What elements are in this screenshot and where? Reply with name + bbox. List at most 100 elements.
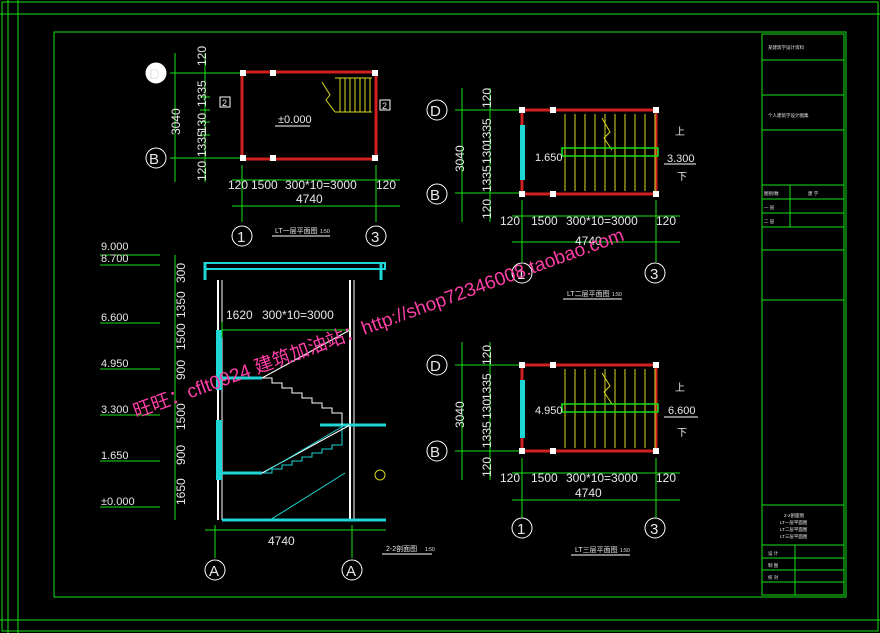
dim-h-label: 1500: [531, 214, 558, 228]
dim-h-total: 4740: [575, 486, 602, 500]
section-mark: 2: [382, 101, 387, 111]
dim-v-label: 1335: [195, 130, 209, 157]
section-dim-tread: 300*10=3000: [262, 308, 334, 322]
level-label: ±0.000: [278, 114, 312, 126]
down-label: 下: [677, 172, 687, 183]
title-block-row-0: 图别/数: [764, 190, 779, 197]
axis-bubble-3: 3: [650, 266, 658, 283]
plan-title: LT一层平面图: [275, 227, 318, 235]
plan-ground-floor: 120 1335 130 1335 120 3040 D B ±0.000 2: [145, 46, 400, 247]
drawing-name: 个人建筑学设计图集: [768, 112, 809, 119]
section-dim-stair: 1620: [226, 308, 253, 322]
axis-bubble-1: 1: [517, 521, 525, 538]
plan-scale: 1:50: [612, 292, 622, 298]
level-label: 3.300: [667, 153, 695, 165]
axis-bubble-3: 3: [371, 229, 379, 246]
dim-h-label: 1500: [251, 178, 278, 192]
signature-row: 校 对: [768, 574, 779, 581]
title-block-row-value-0: 建 学: [808, 190, 819, 197]
section-dim: 1350: [174, 291, 188, 318]
section-level: 9.000: [101, 241, 129, 253]
axis-bubble-d: D: [149, 66, 160, 83]
plan-third-floor: 120 1335 130 1335 120 3040 D B 4.950 6.6…: [426, 342, 698, 556]
dim-v-total: 3040: [169, 108, 183, 135]
axis-bubble-a: A: [209, 563, 219, 580]
signature-row: 制 图: [768, 562, 779, 569]
dim-v-label: 120: [480, 88, 494, 108]
dim-h-label: 300*10=3000: [566, 214, 638, 228]
section-dim: 1500: [174, 323, 188, 350]
dim-v-label: 1335: [480, 165, 494, 192]
axis-bubble-b: B: [430, 187, 440, 204]
title-block: 某建筑学设计资料 个人建筑学设计图集 图别/数 一 层 二 层 建 学 2-2剖…: [761, 33, 845, 596]
plan-scale: 1:50: [620, 548, 630, 554]
section-mark: 2: [222, 98, 227, 108]
dim-h-label: 120: [376, 178, 396, 192]
axis-bubble-b: B: [149, 151, 159, 168]
project-name: 某建筑学设计资料: [768, 44, 804, 51]
dim-v-label: 1335: [480, 421, 494, 448]
dim-v-total: 3040: [453, 145, 467, 172]
dim-v-label: 130: [480, 399, 494, 419]
dim-v-label: 120: [480, 345, 494, 365]
dim-h-label: 300*10=3000: [566, 471, 638, 485]
dim-h-total: 4740: [575, 234, 602, 248]
plan-title: LT三层平面图: [575, 546, 618, 554]
section-level: 1.650: [101, 450, 129, 462]
dim-h-label: 120: [656, 471, 676, 485]
dim-v-label: 130: [195, 113, 209, 133]
up-label: 上: [675, 382, 685, 394]
dim-v-label: 120: [195, 161, 209, 181]
section-dim: 1650: [174, 478, 188, 505]
title-block-row-2: 二 层: [764, 219, 775, 225]
dim-v-label: 120: [195, 46, 209, 66]
section-title: 2-2剖面图: [386, 544, 417, 553]
plan-title: LT二层平面图: [567, 290, 610, 298]
section-level: 4.950: [101, 358, 129, 370]
section-dim: 1500: [174, 403, 188, 430]
dim-v-label: 120: [480, 199, 494, 219]
signature-row: 设 计: [768, 550, 779, 557]
down-label: 下: [677, 428, 687, 439]
dim-v-label: 130: [480, 144, 494, 164]
watermark-text: 旺旺：cflt0924 建筑加油站：http://shop72346008.ta…: [130, 224, 627, 423]
dim-v-label: 1335: [480, 373, 494, 400]
dim-h-label: 120: [656, 214, 676, 228]
section-level: 3.300: [101, 404, 129, 416]
dim-h-label: 1500: [531, 471, 558, 485]
axis-bubble-1: 1: [237, 229, 245, 246]
axis-bubble-d: D: [430, 358, 441, 375]
section-2-2: 9.000 8.700 6.600 4.950 3.300 1.650 ±0.0…: [100, 241, 435, 581]
axis-bubble-d: D: [430, 103, 441, 120]
dim-v-label: 120: [480, 457, 494, 477]
dim-v-label: 1335: [480, 118, 494, 145]
dim-v-total: 3040: [453, 401, 467, 428]
level-label: 6.600: [668, 405, 696, 417]
axis-bubble-3: 3: [650, 521, 658, 538]
dim-h-label: 120: [228, 178, 248, 192]
drawing-list-item: LT一层平面图: [780, 520, 808, 526]
dim-h-label: 300*10=3000: [285, 178, 357, 192]
axis-bubble-1: 1: [517, 266, 525, 283]
drawing-list-item: LT二层平面图: [780, 527, 808, 533]
dim-v-label: 1335: [195, 80, 209, 107]
drawing-list-item: 2-2剖面图: [784, 512, 805, 519]
axis-bubble-a: A: [346, 563, 356, 580]
section-dim: 900: [174, 360, 188, 380]
section-scale: 1:50: [425, 547, 435, 553]
drawing-border: [53, 31, 847, 598]
plan-second-floor: 120 1335 130 1335 120 3040 D B 1.650 3.3…: [426, 88, 696, 300]
section-dim: 300: [174, 263, 188, 283]
section-level: ±0.000: [101, 496, 135, 508]
section-dim-total: 4740: [268, 534, 295, 548]
drawing-list-item: LT三层平面图: [780, 534, 808, 540]
up-label: 上: [675, 126, 685, 138]
level-label: 1.650: [535, 152, 563, 164]
plan-scale: 1:50: [320, 229, 330, 235]
dim-h-label: 120: [500, 214, 520, 228]
axis-bubble-b: B: [430, 444, 440, 461]
level-label: 4.950: [535, 405, 563, 417]
